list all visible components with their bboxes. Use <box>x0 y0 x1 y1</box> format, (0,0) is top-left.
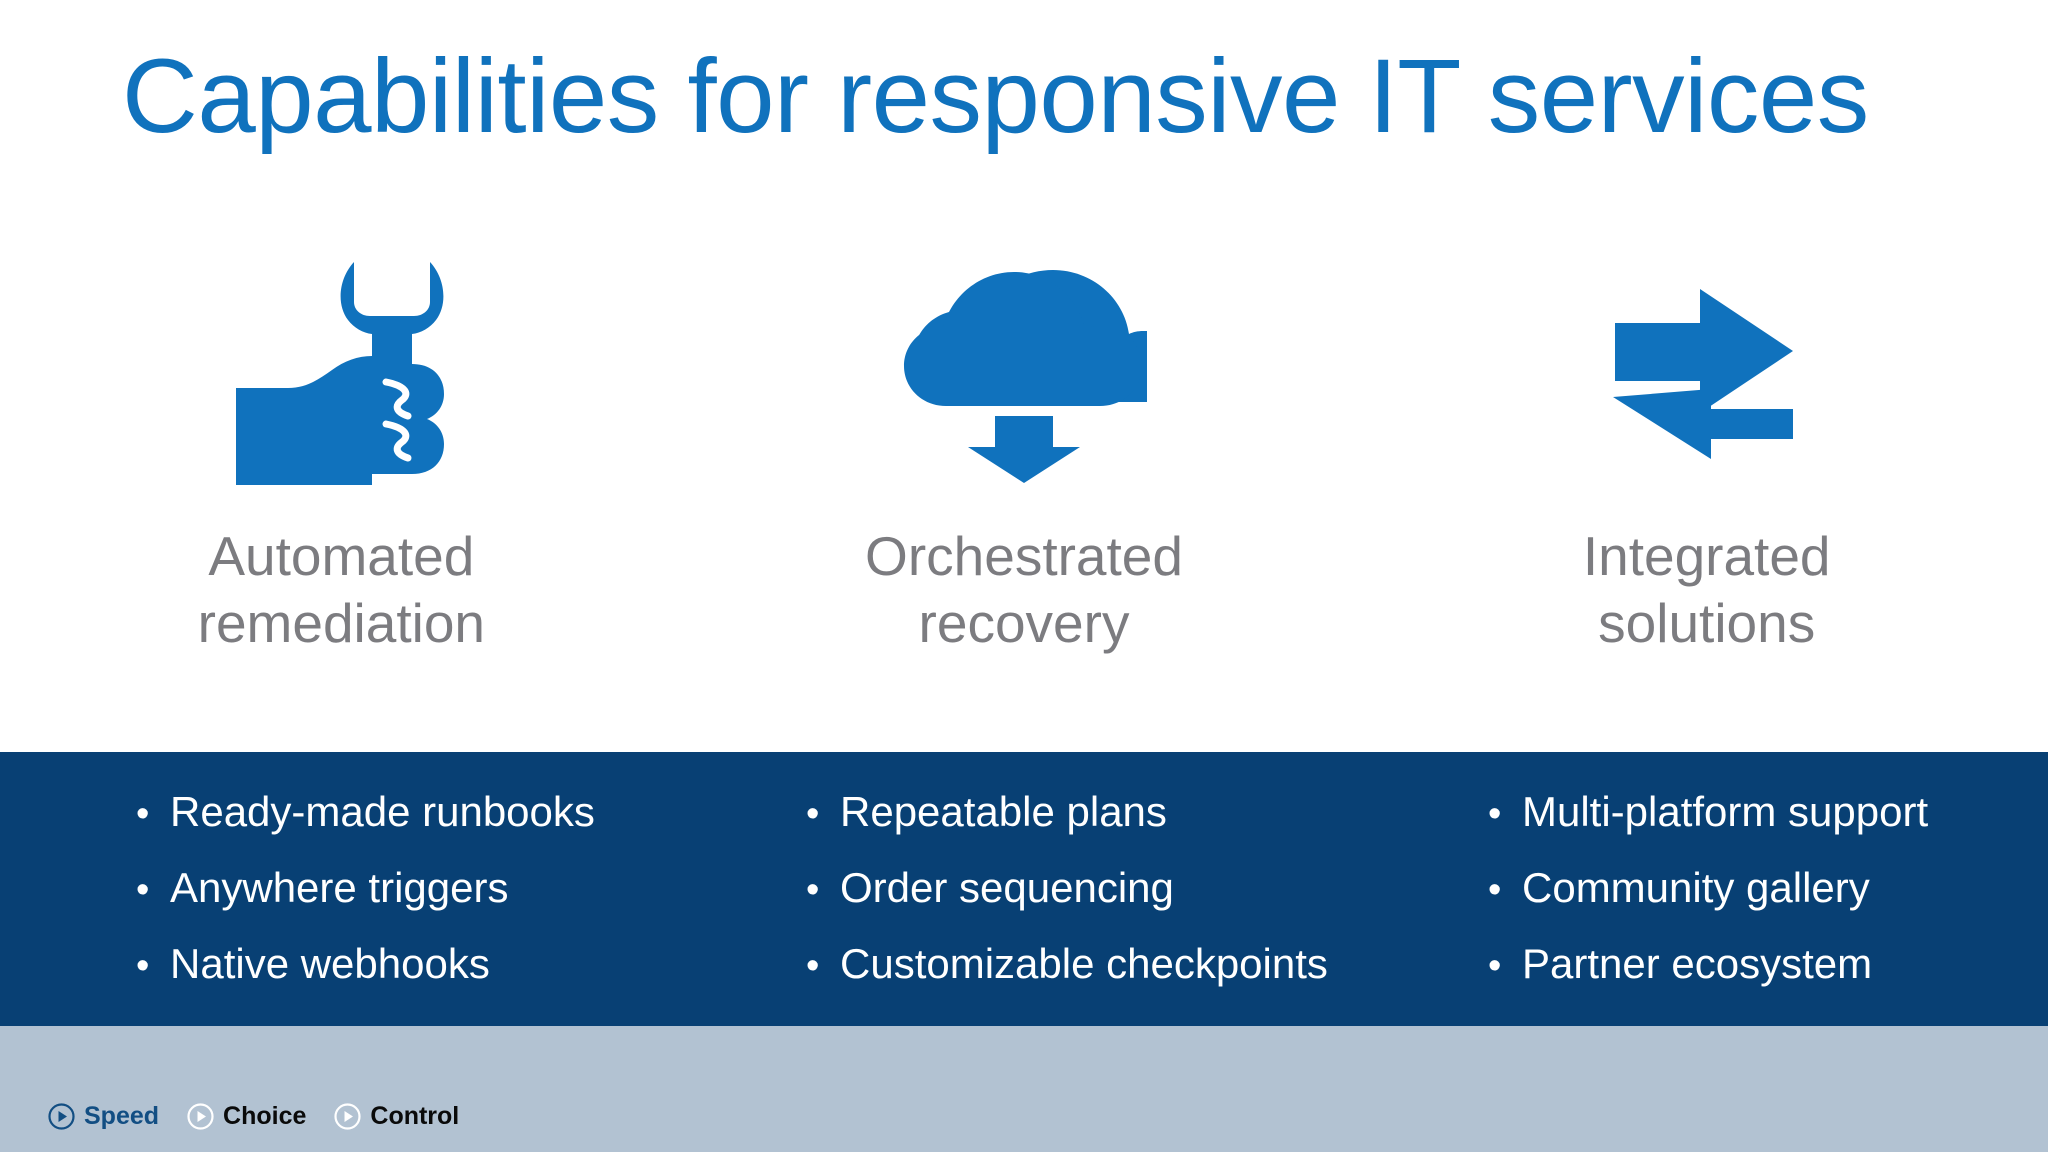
play-circle-icon <box>48 1103 75 1130</box>
capability-column-automated-remediation: Automated remediation <box>0 255 683 735</box>
capability-caption: Integrated solutions <box>1583 523 1831 657</box>
caption-line-2: recovery <box>918 592 1130 654</box>
footer-item-label: Control <box>370 1102 460 1130</box>
bullet-marker-icon: • <box>136 793 150 835</box>
bidirectional-arrows-icon <box>1607 255 1807 485</box>
list-item-label: Anywhere triggers <box>170 864 509 911</box>
bullet-column-integrated-solutions: • Multi-platform support • Community gal… <box>1366 783 2048 995</box>
play-circle-icon <box>334 1103 361 1130</box>
list-item-label: Order sequencing <box>840 864 1174 911</box>
list-item-label: Customizable checkpoints <box>840 940 1328 987</box>
caption-line-1: Automated <box>208 525 475 587</box>
bullets-band: • Ready-made runbooks • Anywhere trigger… <box>0 752 2048 1026</box>
list-item: • Ready-made runbooks <box>136 783 696 843</box>
list-item-label: Community gallery <box>1522 864 1870 911</box>
footer-item-control[interactable]: Control <box>334 1102 459 1131</box>
bullet-marker-icon: • <box>136 869 150 911</box>
bullet-column-orchestrated-recovery: • Repeatable plans • Order sequencing • … <box>696 783 1366 995</box>
list-item: • Multi-platform support <box>1488 783 2048 843</box>
bullet-marker-icon: • <box>1488 869 1502 911</box>
list-item: • Native webhooks <box>136 935 696 995</box>
footer-item-choice[interactable]: Choice <box>187 1102 306 1131</box>
bullet-marker-icon: • <box>806 945 820 987</box>
list-item: • Repeatable plans <box>806 783 1366 843</box>
footer-item-speed[interactable]: Speed <box>48 1102 159 1131</box>
list-item-label: Multi-platform support <box>1522 788 1929 835</box>
caption-line-1: Integrated <box>1582 525 1831 587</box>
capability-column-integrated-solutions: Integrated solutions <box>1365 255 2048 735</box>
footer-nav: Speed Choice Control <box>48 1102 459 1131</box>
list-item: • Customizable checkpoints <box>806 935 1366 995</box>
bullet-marker-icon: • <box>1488 945 1502 987</box>
bullet-marker-icon: • <box>806 793 820 835</box>
play-circle-icon <box>187 1103 214 1130</box>
list-item: • Community gallery <box>1488 859 2048 919</box>
page-title: Capabilities for responsive IT services <box>122 38 1869 155</box>
bullet-column-automated-remediation: • Ready-made runbooks • Anywhere trigger… <box>0 783 696 995</box>
capability-columns: Automated remediation <box>0 255 2048 735</box>
list-item-label: Native webhooks <box>170 940 490 987</box>
hand-holding-wrench-icon <box>236 255 446 485</box>
footer-item-label: Speed <box>84 1102 160 1130</box>
bullet-marker-icon: • <box>1488 793 1502 835</box>
caption-line-1: Orchestrated <box>865 525 1183 587</box>
list-item: • Order sequencing <box>806 859 1366 919</box>
bullet-marker-icon: • <box>806 869 820 911</box>
list-item-label: Repeatable plans <box>840 788 1167 835</box>
capability-caption: Automated remediation <box>198 523 485 657</box>
footer-item-label: Choice <box>223 1102 307 1130</box>
list-item: • Partner ecosystem <box>1488 935 2048 995</box>
list-item: • Anywhere triggers <box>136 859 696 919</box>
bullet-marker-icon: • <box>136 945 150 987</box>
cloud-download-icon <box>902 255 1147 485</box>
caption-line-2: solutions <box>1598 592 1816 654</box>
capability-column-orchestrated-recovery: Orchestrated recovery <box>683 255 1366 735</box>
capability-caption: Orchestrated recovery <box>865 523 1183 657</box>
footer-bar: Speed Choice Control <box>0 1026 2048 1152</box>
caption-line-2: remediation <box>197 592 486 654</box>
list-item-label: Partner ecosystem <box>1522 940 1873 987</box>
list-item-label: Ready-made runbooks <box>170 788 595 835</box>
